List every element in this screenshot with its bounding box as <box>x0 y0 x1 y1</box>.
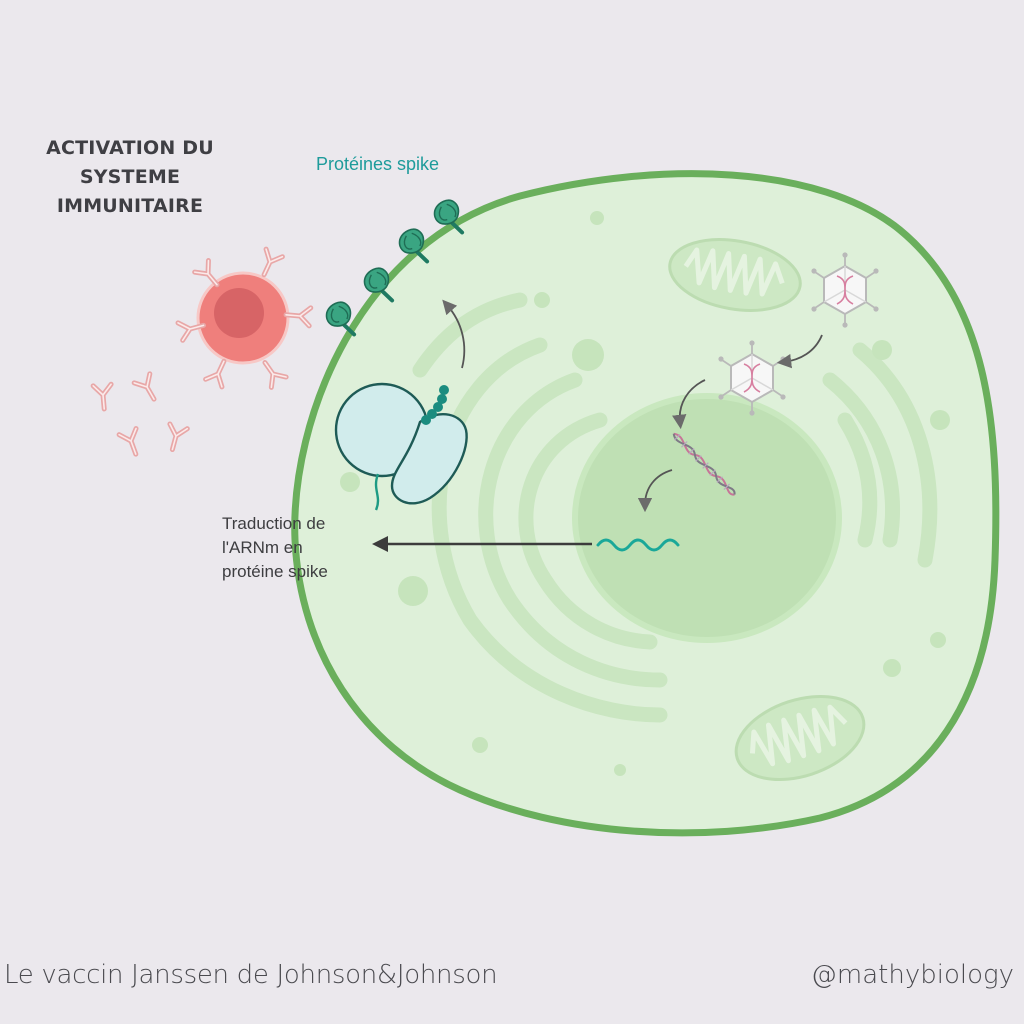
nucleus <box>572 393 842 643</box>
vesicles <box>340 211 950 776</box>
antibody-icon <box>93 384 113 409</box>
translation-label-line: protéine spike <box>222 562 328 581</box>
mrna-icon <box>596 538 680 552</box>
spike-export-arrow <box>442 299 466 369</box>
mitochondrion-icon <box>734 695 866 781</box>
antibody-icon <box>119 429 144 458</box>
immune-cell-icon <box>178 249 311 387</box>
ribosome-icon <box>334 382 468 511</box>
dna-icon <box>672 432 736 496</box>
dna-release-arrow <box>672 379 706 430</box>
footer-caption: Le vaccin Janssen de Johnson&Johnson <box>4 960 498 990</box>
virus-entry-arrow <box>776 334 823 369</box>
antibody-icon <box>164 424 188 452</box>
footer-handle: @mathybiology <box>810 960 1014 990</box>
mitochondrion-icon <box>668 238 802 312</box>
translation-arrow <box>372 536 592 552</box>
endoplasmic-reticulum <box>412 292 938 723</box>
title-line: ACTIVATION DU <box>46 137 214 159</box>
transcription-arrow <box>637 469 673 513</box>
spike-proteins-label: Protéines spike <box>316 154 440 174</box>
antibody-icon <box>134 374 162 404</box>
translation-label-line: Traduction de <box>222 514 326 533</box>
title-line: SYSTEME <box>79 166 181 188</box>
translation-label-line: l'ARNm en <box>222 538 303 557</box>
title-line: IMMUNITAIRE <box>56 195 204 217</box>
